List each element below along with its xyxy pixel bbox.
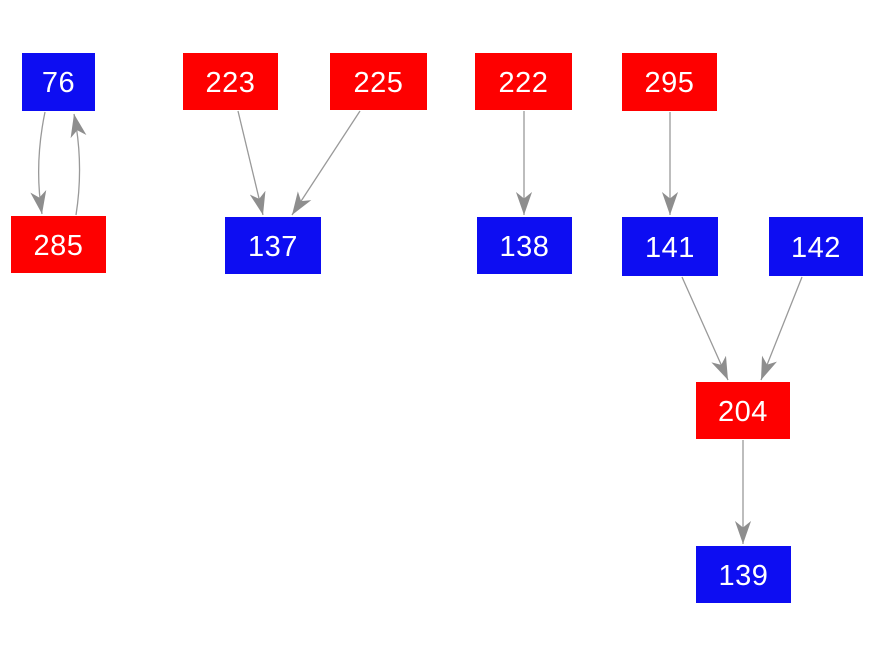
edge-225-to-137 xyxy=(291,110,361,216)
node-label-139: 139 xyxy=(718,559,769,592)
node-label-222: 222 xyxy=(498,66,549,99)
graph-node-295: 295 xyxy=(622,53,717,111)
graph-node-138: 138 xyxy=(477,217,572,274)
graph-node-285: 285 xyxy=(11,216,106,273)
node-label-295: 295 xyxy=(644,67,695,99)
node-label-142: 142 xyxy=(791,231,841,264)
node-label-141: 141 xyxy=(645,231,695,264)
node-label-285: 285 xyxy=(33,229,84,262)
graph-node-139: 139 xyxy=(696,546,791,603)
edge-223-to-137 xyxy=(237,110,266,216)
graph-node-142: 142 xyxy=(769,217,863,276)
edge-285-to-76 xyxy=(70,113,87,216)
graph-node-204: 204 xyxy=(696,382,790,439)
edge-76-to-285 xyxy=(30,111,47,215)
node-label-137: 137 xyxy=(248,230,298,263)
graph-node-137: 137 xyxy=(225,217,321,274)
node-label-76: 76 xyxy=(41,67,76,99)
graph-node-141: 141 xyxy=(622,217,718,276)
node-label-223: 223 xyxy=(205,66,256,99)
graph-node-76: 76 xyxy=(22,53,95,111)
graph-node-225: 225 xyxy=(330,53,427,110)
node-label-225: 225 xyxy=(353,66,404,99)
edge-142-to-204 xyxy=(760,276,803,381)
graph-node-222: 222 xyxy=(475,53,572,110)
graph-node-223: 223 xyxy=(183,53,278,110)
node-label-204: 204 xyxy=(718,395,768,428)
node-label-138: 138 xyxy=(499,230,550,263)
edge-141-to-204 xyxy=(681,276,729,381)
